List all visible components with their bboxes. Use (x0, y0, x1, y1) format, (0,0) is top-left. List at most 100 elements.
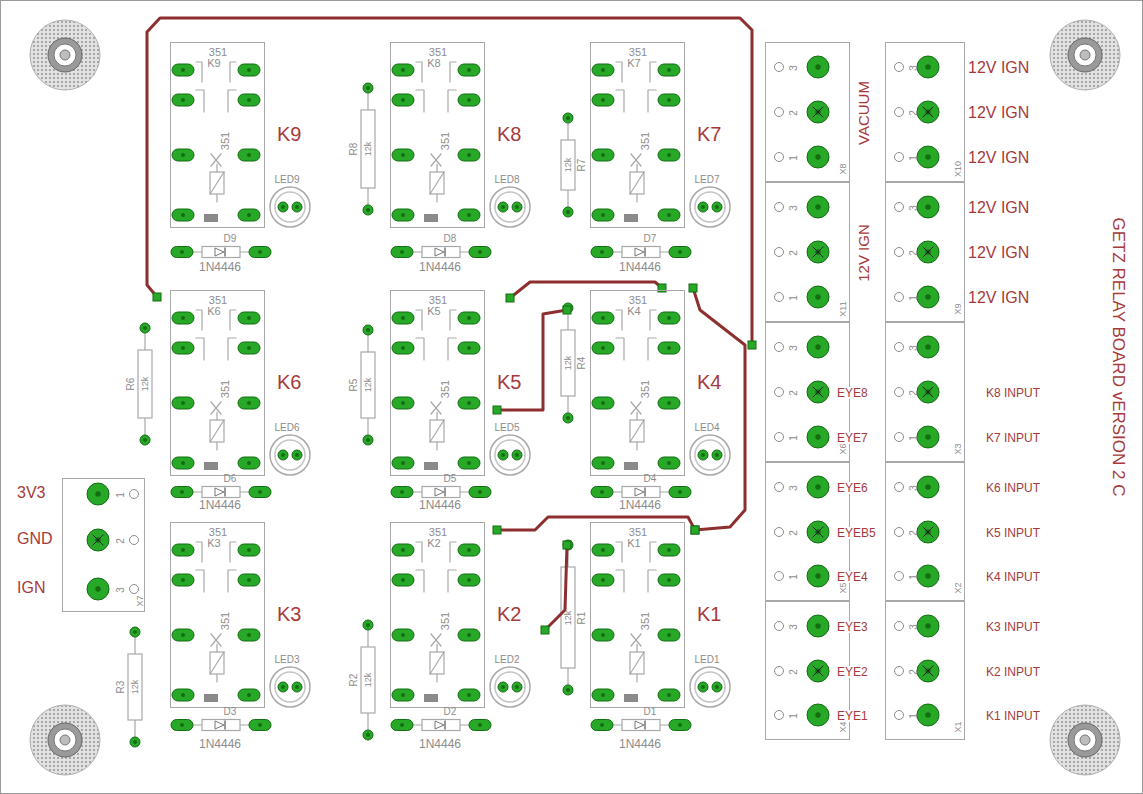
pin-ring (895, 711, 904, 720)
signal-label: K5 INPUT (986, 527, 1040, 539)
pin-number: 1 (789, 155, 799, 161)
solder-pad (917, 146, 939, 168)
pad-copper (172, 544, 194, 556)
part-value: 351 (640, 132, 651, 150)
solder-pad (498, 682, 508, 692)
coil-mark (211, 634, 221, 646)
hole-bore (54, 44, 76, 66)
solder-pad (712, 450, 722, 460)
hole-ring (48, 723, 82, 757)
solder-pad (669, 247, 691, 258)
part-name: K4 (627, 306, 640, 317)
relay-footprint: 351K9351K9 (170, 42, 265, 228)
solder-pad (592, 342, 614, 354)
solder-pad (458, 342, 480, 354)
pin-number: 1 (116, 492, 126, 498)
solder-pad (563, 685, 573, 695)
pad-copper (392, 629, 414, 641)
pad-copper (917, 704, 939, 726)
pin-ring (775, 667, 784, 676)
pad-copper (458, 94, 480, 106)
signal-label: EYE8 (835, 387, 870, 399)
contact-symbol (616, 338, 624, 360)
diode-value: 1N4446 (199, 738, 241, 750)
hole-ring (48, 38, 82, 72)
signal-label: EYE6 (835, 482, 870, 494)
pin1-marker (624, 694, 638, 702)
pad-copper (807, 521, 829, 543)
pad-copper (917, 101, 939, 123)
pad-drill (478, 490, 482, 494)
pin-number: 3 (116, 587, 126, 593)
solder-pad (172, 574, 194, 586)
pad-drill (815, 154, 821, 160)
solder-pad (171, 487, 193, 498)
contact-symbol (450, 542, 456, 562)
pin-number: 2 (789, 390, 799, 396)
solder-pad (238, 397, 260, 409)
pad-copper (238, 544, 260, 556)
pad-drill (95, 586, 101, 592)
part-name: X11 (839, 301, 848, 316)
terminal-block: 123X73V3GNDIGN (62, 478, 145, 612)
pin-number: 2 (909, 669, 919, 675)
pad-drill (180, 250, 184, 254)
resistor-value: 12k (564, 158, 573, 173)
pad-copper (917, 381, 939, 403)
signal-label: 12V IGN (968, 60, 1029, 76)
contact-symbol (196, 310, 202, 330)
resistor-symbol (361, 352, 375, 418)
pad-copper (363, 435, 373, 445)
pad-drill (281, 685, 285, 689)
pin-number: 1 (789, 295, 799, 301)
resistor-symbol (128, 654, 142, 720)
part-name: K6 (207, 306, 220, 317)
contact-symbol (648, 338, 656, 360)
diode-symbol (635, 721, 644, 729)
pad-drill (181, 548, 185, 552)
led-body (695, 192, 725, 222)
pad-drill (467, 346, 471, 350)
led-body (695, 672, 725, 702)
part-name: K9 (207, 58, 220, 69)
pad-copper (458, 64, 480, 76)
solder-pad (458, 149, 480, 161)
pad-drill (467, 693, 471, 697)
pad-copper (278, 682, 288, 692)
coil-mark (431, 402, 441, 414)
coil-lead (216, 644, 217, 652)
pad-copper (238, 209, 260, 221)
pad-drill (815, 573, 821, 579)
pad-drill (181, 633, 185, 637)
relay-footprint: 351K5351K5 (390, 290, 485, 476)
contact-symbol (616, 570, 624, 592)
pad-copper (658, 689, 680, 701)
coil-lead (436, 164, 437, 172)
pin-ring (130, 490, 139, 499)
pad-drill (667, 401, 671, 405)
pad-copper (592, 457, 614, 469)
solder-pad (807, 704, 829, 726)
signal-label: EYE3 (835, 621, 870, 633)
pin-number: 2 (789, 110, 799, 116)
pad-drill (258, 723, 262, 727)
solder-pad (563, 540, 573, 550)
solder-pad (563, 413, 573, 423)
pin1-marker (624, 462, 638, 470)
pad-copper (172, 312, 194, 324)
solder-pad (172, 689, 194, 701)
diode-symbol (444, 248, 446, 256)
pad-drill (366, 438, 370, 442)
pin-number: 3 (909, 485, 919, 491)
signal-label: 12V IGN (968, 200, 1029, 216)
diode-symbol (435, 721, 444, 729)
solder-pad (363, 620, 373, 630)
pad-copper (392, 209, 414, 221)
pin-ring (775, 248, 784, 257)
terminal-block: 321X4EYE3EYE2EYE1 (765, 601, 850, 740)
pad-drill (601, 461, 605, 465)
diode-symbol (224, 721, 226, 729)
via-pad (563, 306, 571, 314)
pad-copper (140, 435, 150, 445)
